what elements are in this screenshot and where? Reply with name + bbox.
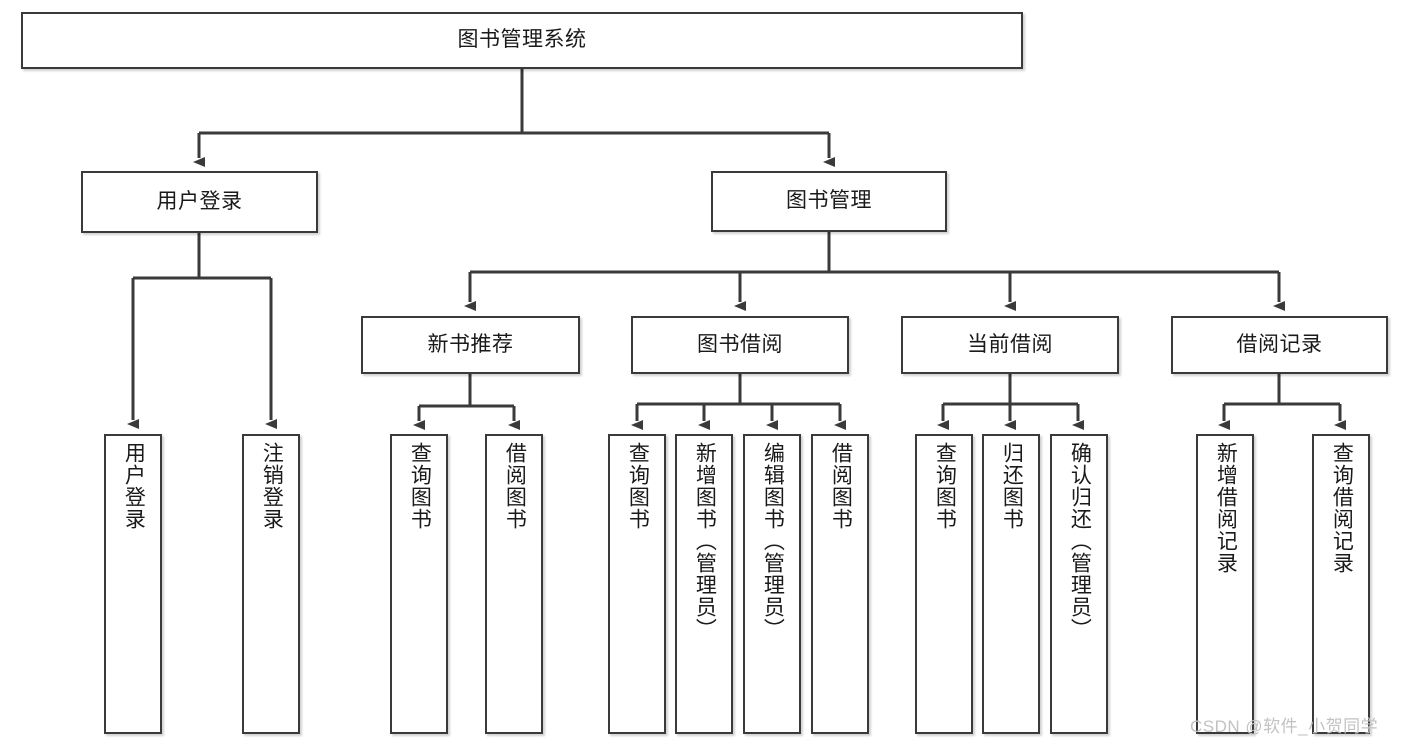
- node-label: 新增借阅记录: [1214, 442, 1238, 574]
- node-label: 确认归还（管理员）: [1068, 442, 1092, 640]
- node-new-book-recommend[interactable]: 新书推荐: [361, 316, 580, 374]
- leaf-user-login-logout[interactable]: 注销登录: [242, 434, 300, 734]
- node-label: 借阅图书: [829, 442, 853, 530]
- node-root-library-management-system[interactable]: 图书管理系统: [21, 12, 1023, 69]
- watermark: CSDN @软件_小贺同学: [1190, 717, 1379, 736]
- node-borrow-record[interactable]: 借阅记录: [1171, 316, 1388, 374]
- leaf-book-borrow-add-book-admin[interactable]: 新增图书（管理员）: [675, 434, 733, 734]
- node-label: 查询图书: [933, 442, 957, 530]
- leaf-borrow-record-query-record[interactable]: 查询借阅记录: [1312, 434, 1370, 734]
- node-label: 归还图书: [1000, 442, 1024, 530]
- node-label: 图书管理: [786, 189, 872, 213]
- node-label: 查询图书: [626, 442, 650, 530]
- leaf-current-borrow-query-book[interactable]: 查询图书: [915, 434, 973, 734]
- node-label: 当前借阅: [967, 332, 1053, 356]
- leaf-new-book-query-book[interactable]: 查询图书: [390, 434, 448, 734]
- node-current-borrow[interactable]: 当前借阅: [901, 316, 1119, 374]
- node-label: 借阅图书: [503, 442, 527, 530]
- node-book-borrow[interactable]: 图书借阅: [631, 316, 849, 374]
- leaf-book-borrow-query-book[interactable]: 查询图书: [608, 434, 666, 734]
- leaf-new-book-borrow-book[interactable]: 借阅图书: [485, 434, 543, 734]
- node-book-management[interactable]: 图书管理: [711, 171, 947, 232]
- node-label: 编辑图书（管理员）: [761, 442, 785, 640]
- node-label: 新增图书（管理员）: [693, 442, 717, 640]
- node-label: 图书借阅: [697, 332, 783, 356]
- node-label: 新书推荐: [427, 332, 514, 356]
- node-label: 用户登录: [122, 442, 146, 530]
- leaf-current-borrow-confirm-return-admin[interactable]: 确认归还（管理员）: [1050, 434, 1108, 734]
- node-label: 图书管理系统: [457, 28, 587, 52]
- leaf-book-borrow-edit-book-admin[interactable]: 编辑图书（管理员）: [743, 434, 801, 734]
- leaf-current-borrow-return-book[interactable]: 归还图书: [982, 434, 1040, 734]
- node-label: 查询图书: [408, 442, 432, 530]
- leaf-user-login-login[interactable]: 用户登录: [104, 434, 162, 734]
- node-label: 查询借阅记录: [1330, 442, 1354, 574]
- node-label: 用户登录: [156, 189, 243, 213]
- node-user-login[interactable]: 用户登录: [81, 171, 318, 233]
- node-label: 借阅记录: [1236, 332, 1323, 356]
- leaf-borrow-record-add-record[interactable]: 新增借阅记录: [1196, 434, 1254, 734]
- node-label: 注销登录: [260, 442, 284, 530]
- leaf-book-borrow-borrow-book[interactable]: 借阅图书: [811, 434, 869, 734]
